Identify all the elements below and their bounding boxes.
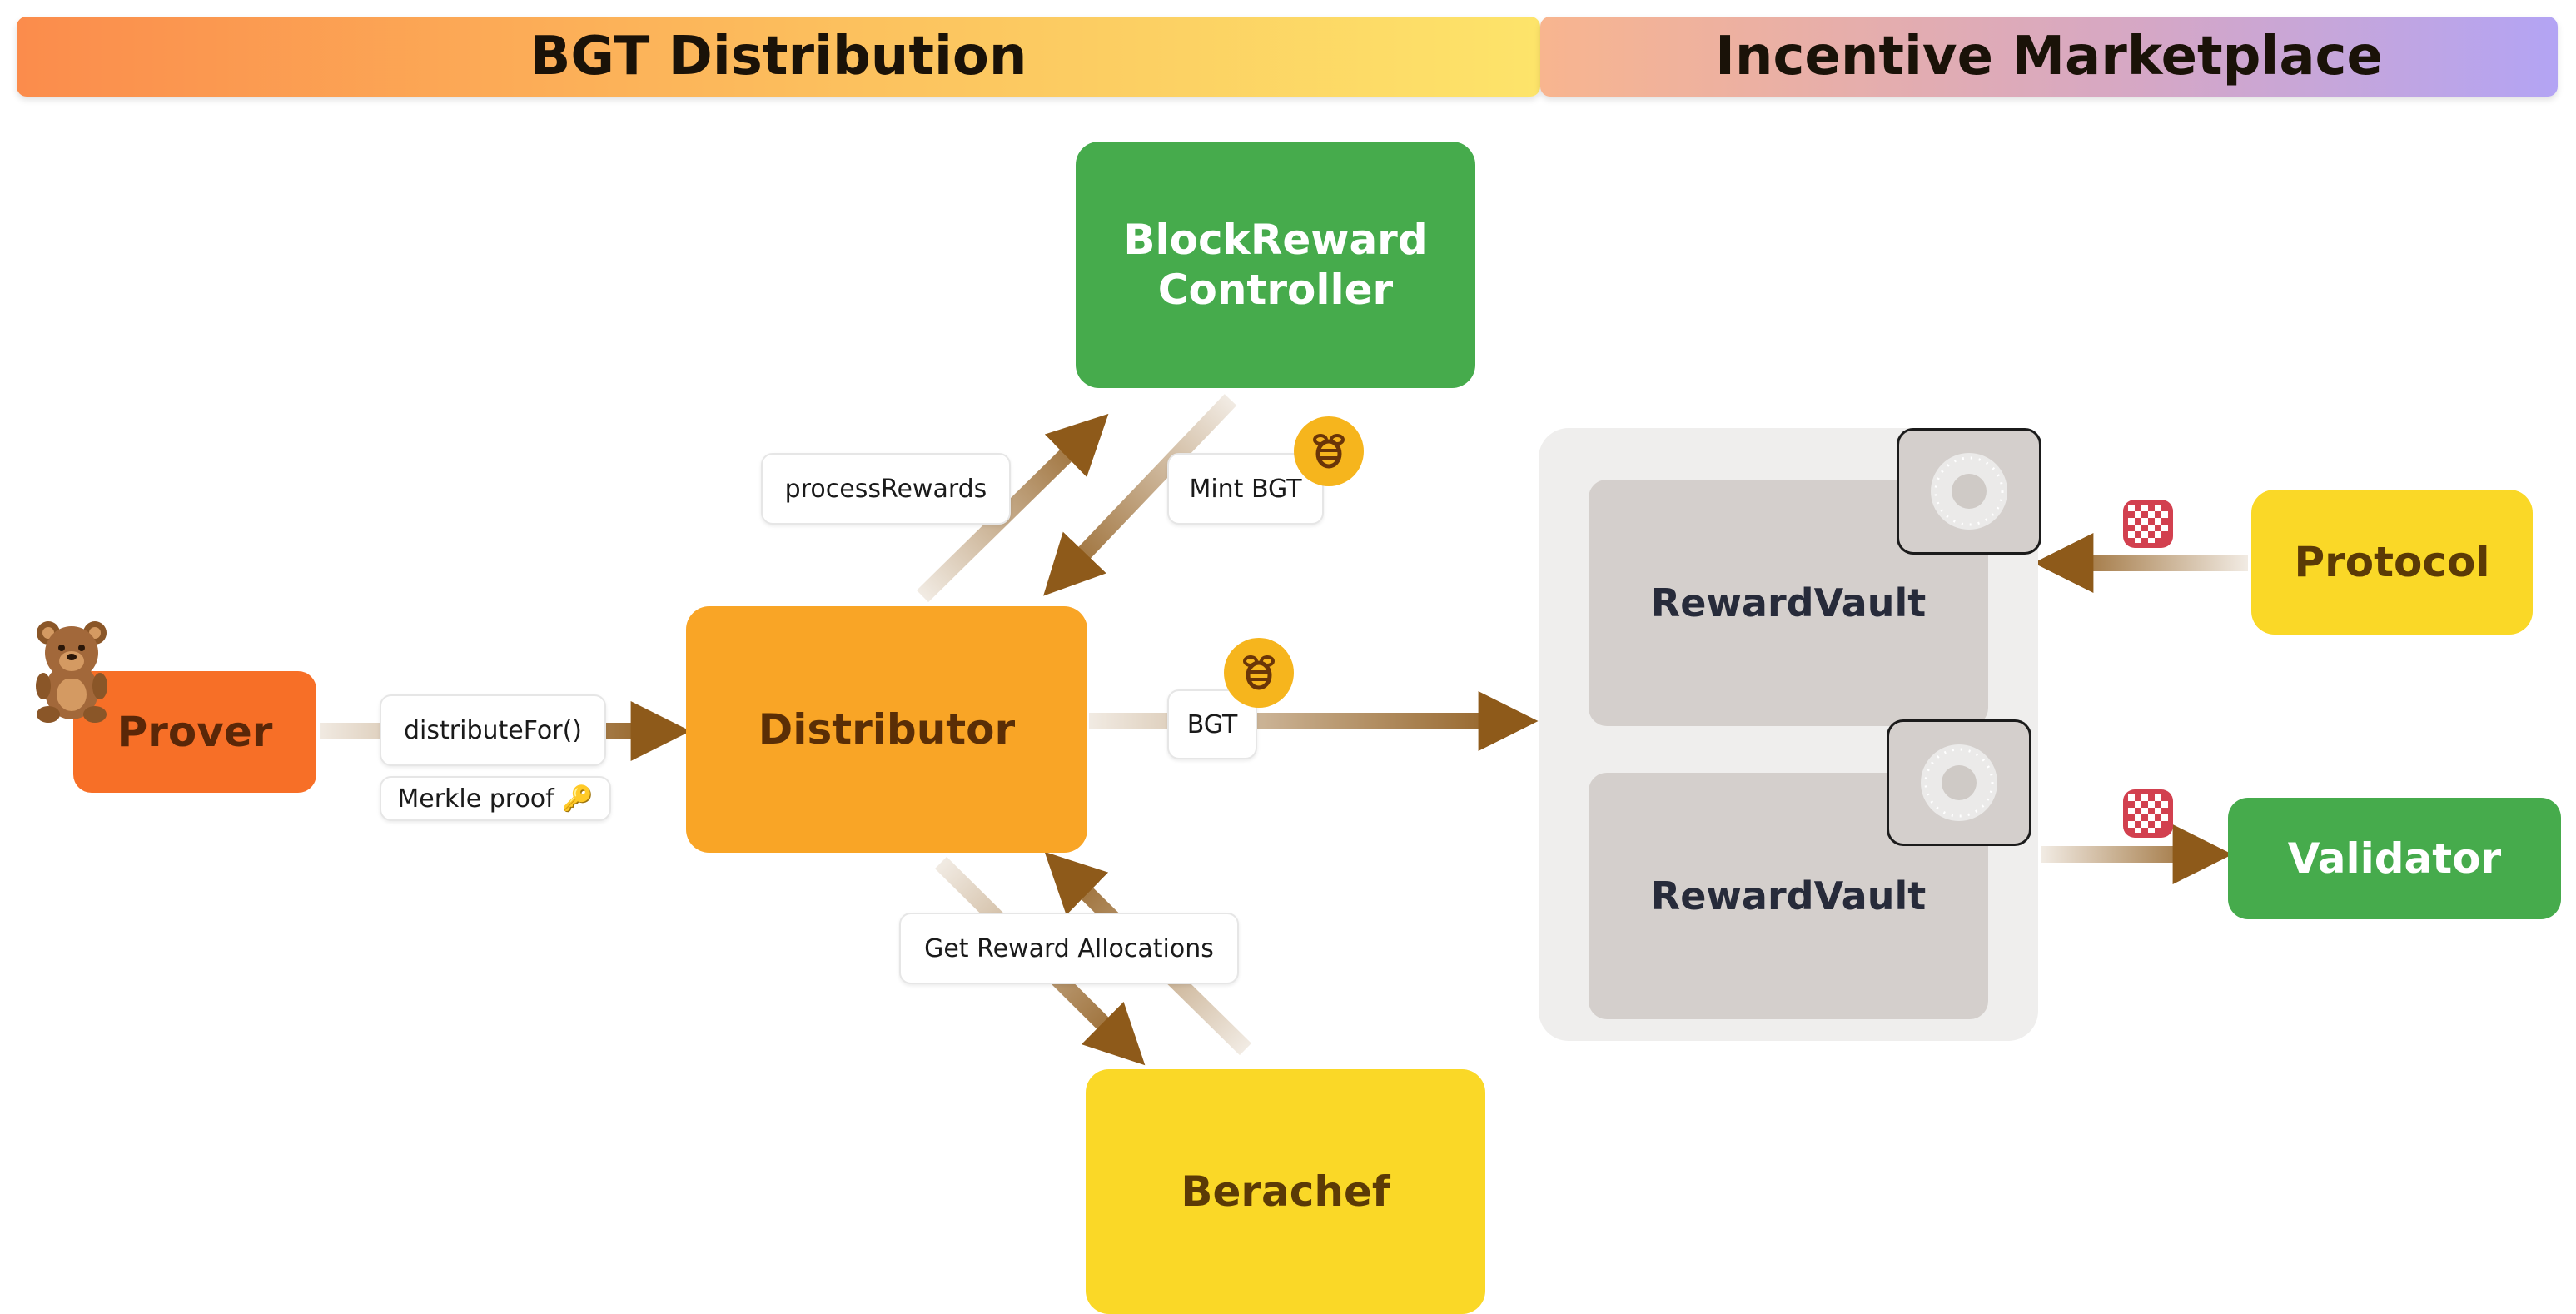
berachef-label: Berachef — [1181, 1167, 1390, 1216]
bgt-text: BGT — [1186, 709, 1238, 739]
banner-bgt-distribution: BGT Distribution — [17, 17, 1540, 97]
checker-token-icon — [2121, 788, 2175, 839]
safe-dial-icon — [1897, 428, 2041, 555]
teddy-bear-icon — [32, 616, 112, 724]
reward-vault-label: RewardVault — [1650, 874, 1927, 918]
reward-vault-label: RewardVault — [1650, 580, 1927, 625]
validator-label: Validator — [2287, 834, 2502, 883]
validator-node: Validator — [2228, 798, 2561, 919]
distribute-for-label: distributeFor() — [380, 694, 606, 766]
block-reward-controller-label: BlockReward Controller — [1123, 216, 1428, 314]
block-reward-controller-node: BlockReward Controller — [1076, 142, 1475, 388]
get-reward-allocations-label: Get Reward Allocations — [899, 913, 1239, 984]
prover-node: Prover — [73, 671, 316, 793]
banner-incentive-marketplace-title: Incentive Marketplace — [1715, 26, 2383, 87]
get-reward-allocations-text: Get Reward Allocations — [924, 933, 1214, 963]
banner-bgt-distribution-title: BGT Distribution — [530, 26, 1027, 87]
berachef-node: Berachef — [1086, 1069, 1485, 1314]
safe-dial-icon — [1887, 719, 2031, 846]
process-rewards-text: processRewards — [784, 474, 987, 504]
distributor-label: Distributor — [758, 705, 1016, 754]
bgt-coin-icon — [1294, 416, 1364, 486]
checker-token-icon — [2121, 498, 2175, 550]
mint-bgt-text: Mint BGT — [1189, 474, 1302, 504]
banner-incentive-marketplace: Incentive Marketplace — [1540, 17, 2558, 97]
bgt-coin-icon — [1224, 638, 1294, 708]
distribute-for-text: distributeFor() — [404, 715, 582, 745]
distributor-node: Distributor — [686, 606, 1087, 853]
merkle-proof-text: Merkle proof 🔑 — [397, 784, 594, 814]
protocol-label: Protocol — [2294, 538, 2490, 586]
protocol-node: Protocol — [2251, 490, 2533, 635]
arrow-blockreward-to-distributor — [1043, 394, 1237, 596]
merkle-proof-label: Merkle proof 🔑 — [380, 776, 611, 821]
prover-label: Prover — [117, 708, 273, 756]
mint-bgt-label: Mint BGT — [1167, 453, 1324, 525]
process-rewards-label: processRewards — [761, 453, 1011, 525]
